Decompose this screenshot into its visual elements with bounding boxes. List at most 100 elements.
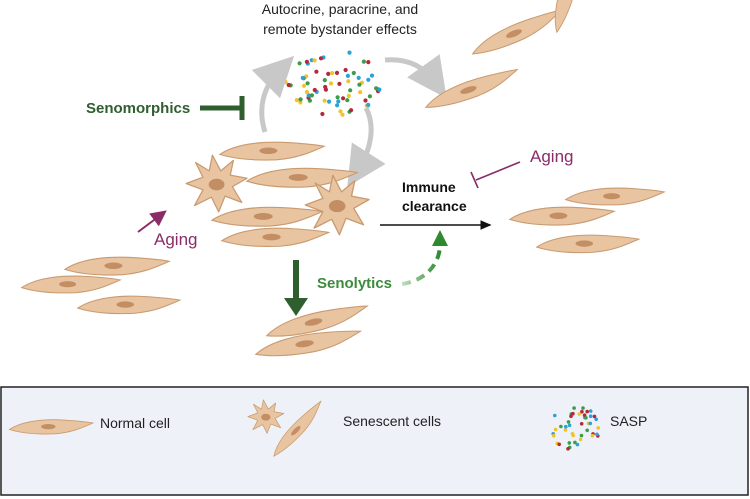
senolytics-label: Senolytics (317, 275, 392, 292)
sasp-dot (369, 73, 375, 78)
sasp-dot (575, 442, 580, 447)
sasp-dot (338, 109, 343, 114)
sasp-dot (320, 111, 325, 117)
sasp-dot (569, 414, 573, 419)
feedback-arrow-up (251, 55, 295, 133)
sasp-dot (595, 432, 599, 437)
sasp-dot (334, 70, 340, 75)
sasp-dot (312, 58, 317, 63)
sasp-dot (592, 414, 597, 419)
sasp-dot (283, 79, 288, 85)
sasp-dot (322, 98, 327, 103)
sasp-dot (304, 59, 309, 64)
legend-box (0, 386, 749, 496)
sasp-dot (286, 82, 291, 88)
sasp-dot (366, 102, 371, 107)
feedback-arrow-down (347, 106, 386, 187)
sasp-dot (581, 406, 585, 410)
sasp-dot (298, 100, 303, 105)
legend-senescent-label: Senescent cells (343, 413, 441, 429)
senolytics-dashed-arrow (401, 243, 442, 286)
senescent-cluster (185, 141, 370, 248)
aging-inhibition-line (475, 161, 521, 181)
aging-label-left: Aging (154, 230, 197, 249)
bystander-effects-line2: remote bystander effects (263, 21, 417, 37)
sasp-dot (579, 422, 584, 426)
sasp-dot (571, 411, 575, 416)
sasp-dot (584, 416, 588, 420)
normal-cells-bottom (253, 301, 371, 361)
sasp-dot (377, 87, 382, 92)
sasp-dot (335, 103, 340, 108)
sasp-dot (567, 423, 572, 428)
sasp-dot (361, 59, 366, 64)
legend-sasp-icon (551, 406, 600, 451)
sasp-dot (566, 447, 570, 451)
sasp-dot (553, 413, 557, 418)
sasp-dot (336, 99, 341, 104)
sasp-dot (298, 97, 303, 102)
senolytics-down-head (284, 298, 308, 316)
sasp-dot (347, 50, 352, 55)
legend-normal-cell-label: Normal cell (100, 415, 170, 431)
sasp-dot (374, 86, 379, 91)
sasp-dot (301, 83, 307, 88)
sasp-dot (557, 442, 561, 447)
sasp-dot (366, 77, 371, 82)
sasp-dot (579, 433, 584, 438)
sasp-dot (345, 73, 350, 78)
sasp-dot (585, 428, 589, 433)
aging-label-right: Aging (530, 147, 573, 166)
sasp-dot (585, 409, 589, 414)
sasp-dot (358, 90, 363, 95)
sasp-dot (367, 94, 372, 99)
sasp-dot (318, 56, 324, 61)
sasp-dot (351, 70, 356, 76)
immune-label-line1: Immune (402, 179, 456, 195)
sasp-dot (588, 421, 593, 426)
aging-arrow-left (137, 210, 167, 233)
sasp-dot (297, 61, 302, 66)
sasp-dot (590, 433, 595, 438)
sasp-dot (580, 409, 584, 414)
sasp-dot (340, 112, 345, 117)
sasp-dot (328, 81, 334, 86)
sasp-dot (323, 87, 328, 92)
sasp-dot (312, 87, 317, 93)
normal-cells-right (509, 187, 665, 254)
sasp-dot (322, 78, 327, 83)
sasp-dot (300, 75, 305, 80)
sasp-dot (553, 427, 558, 432)
sasp-dot (566, 420, 571, 424)
sasp-dot (309, 93, 314, 98)
sasp-dot (571, 433, 575, 438)
sasp-dot (305, 81, 310, 86)
sasp-dot (366, 60, 371, 65)
sasp-dot (314, 69, 319, 74)
sasp-dot (357, 82, 362, 87)
sasp-dot (294, 98, 299, 103)
legend-sasp-label: SASP (610, 413, 647, 429)
sasp-dot (588, 414, 593, 419)
bystander-cells (421, 0, 589, 113)
sasp-dot (327, 99, 332, 104)
sasp-dot (346, 79, 351, 84)
legend: Normal cell Senescent cells SASP (0, 386, 749, 496)
sasp-dot (559, 424, 563, 429)
sasp-dot (349, 108, 354, 113)
sasp-dot (563, 428, 568, 432)
bystander-arrow (384, 54, 447, 99)
sasp-dot (577, 412, 582, 416)
bystander-effects-line1: Autocrine, paracrine, and (262, 1, 418, 17)
sasp-dot (573, 440, 577, 445)
sasp-dot (552, 433, 556, 438)
sasp-dot (578, 437, 583, 442)
sasp-dot (564, 424, 568, 429)
sasp-dot (337, 81, 342, 86)
sasp-cluster-main (283, 50, 382, 117)
normal-cells-left (21, 256, 181, 315)
sasp-dot (346, 93, 351, 98)
sasp-dot (326, 71, 331, 76)
immune-label-line2: clearance (402, 198, 467, 214)
